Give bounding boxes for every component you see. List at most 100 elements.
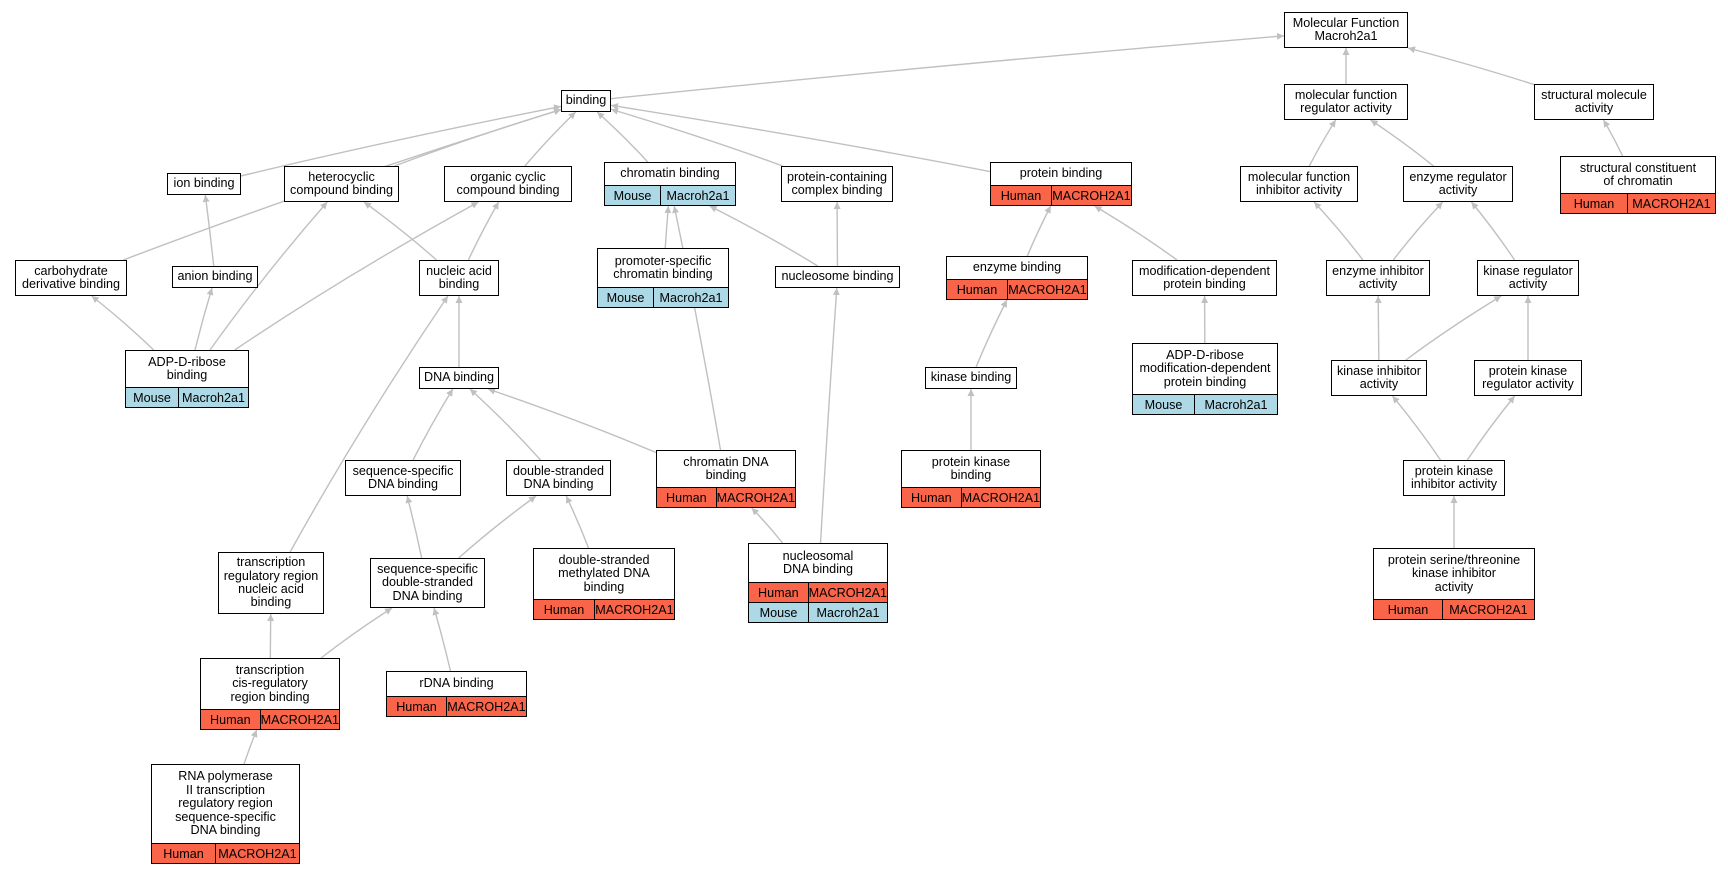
node-kinase-binding[interactable]: kinase binding: [925, 367, 1017, 389]
gene-cell: Macroh2a1: [666, 188, 730, 203]
node-transcription-regulatory-region-nucleic-acid-binding[interactable]: transcription regulatory region nucleic …: [218, 552, 324, 614]
node-label: transcription regulatory region nucleic …: [223, 555, 319, 610]
node-rna-polymerase-ii-transcription-regulatory-region-dna-binding[interactable]: RNA polymerase II transcription regulato…: [151, 764, 300, 864]
node-kinase-inhibitor-activity[interactable]: kinase inhibitor activity: [1331, 360, 1427, 396]
edge-nab-to-orgb: [467, 201, 500, 261]
node-label: transcription cis-regulatory region bind…: [230, 662, 310, 704]
edge-mdpb-to-protb: [1094, 205, 1178, 261]
edge-kia-to-kra: [1405, 295, 1502, 361]
node-protein-kinase-inhibitor-activity[interactable]: protein kinase inhibitor activity: [1403, 460, 1505, 496]
node-protein-kinase-regulator-activity[interactable]: protein kinase regulator activity: [1474, 360, 1582, 396]
node-transcription-cis-regulatory-region-binding[interactable]: transcription cis-regulatory region bind…: [200, 658, 340, 730]
species-cell: Human: [152, 844, 216, 863]
edge-adpb-to-anib: [194, 287, 214, 351]
node-label: modification-dependent protein binding: [1139, 263, 1270, 291]
node-label: double-stranded methylated DNA binding: [558, 552, 650, 594]
node-label: protein kinase inhibitor activity: [1410, 463, 1498, 491]
species-cell: Mouse: [1133, 395, 1195, 414]
species-cell: Human: [991, 186, 1052, 205]
node-molecular-function-inhibitor-activity[interactable]: molecular function inhibitor activity: [1240, 166, 1358, 202]
node-molecular-function[interactable]: Molecular Function Macroh2a1: [1284, 12, 1408, 48]
node-sequence-specific-dna-binding[interactable]: sequence-specific DNA binding: [345, 460, 461, 496]
edge-mfia-to-mfra: [1308, 119, 1337, 167]
node-binding[interactable]: binding: [561, 90, 611, 112]
node-anion-binding[interactable]: anion binding: [172, 266, 258, 288]
edge-ssds-to-dsdb: [458, 495, 537, 559]
node-protein-containing-complex-binding[interactable]: protein-containing complex binding: [781, 166, 893, 202]
node-enzyme-inhibitor-activity[interactable]: enzyme inhibitor activity: [1326, 260, 1430, 296]
edge-kia-to-eia: [1374, 295, 1382, 361]
node-modification-dependent-protein-binding[interactable]: modification-dependent protein binding: [1132, 260, 1277, 296]
node-label: structural molecule activity: [1541, 87, 1647, 115]
edge-scc-to-sma: [1602, 119, 1624, 157]
edge-rdna-to-ssds: [432, 607, 452, 672]
gene-cell: MACROH2A1: [1632, 196, 1711, 211]
node-label: enzyme binding: [972, 260, 1062, 275]
gene-cell: MACROH2A1: [961, 490, 1040, 505]
node-adp-d-ribose-modification-dependent-protein-binding[interactable]: ADP-D-ribose modification-dependent prot…: [1132, 343, 1278, 415]
node-organic-cyclic-compound-binding[interactable]: organic cyclic compound binding: [444, 166, 572, 202]
gene-cell: Macroh2a1: [816, 605, 880, 620]
species-cell: Mouse: [605, 186, 661, 205]
node-sequence-specific-double-stranded-dna-binding[interactable]: sequence-specific double-stranded DNA bi…: [370, 558, 485, 608]
species-cell: Mouse: [126, 388, 179, 407]
node-label: double-stranded DNA binding: [512, 463, 605, 491]
gene-cell: Macroh2a1: [659, 290, 723, 305]
node-structural-molecule-activity[interactable]: structural molecule activity: [1534, 84, 1654, 120]
node-label: rDNA binding: [419, 676, 494, 691]
species-cell: Mouse: [749, 603, 809, 622]
node-carbohydrate-derivative-binding[interactable]: carbohydrate derivative binding: [15, 260, 127, 296]
node-double-stranded-dna-binding[interactable]: double-stranded DNA binding: [506, 460, 611, 496]
gene-cell: MACROH2A1: [447, 699, 526, 714]
species-cell: Human: [902, 488, 962, 507]
edge-orgb-to-binding: [524, 111, 577, 167]
edge-cdb-to-dnab: [487, 387, 657, 454]
node-dna-binding[interactable]: DNA binding: [419, 367, 499, 389]
node-label: chromatin DNA binding: [683, 454, 769, 482]
node-heterocyclic-compound-binding[interactable]: heterocyclic compound binding: [284, 166, 399, 202]
node-label: kinase regulator activity: [1483, 263, 1573, 291]
node-protein-serine-threonine-kinase-inhibitor-activity[interactable]: protein serine/threonine kinase inhibito…: [1373, 548, 1535, 620]
node-kinase-regulator-activity[interactable]: kinase regulator activity: [1477, 260, 1579, 296]
edge-nsdb-to-nucb: [819, 287, 840, 544]
node-ion-binding[interactable]: ion binding: [167, 173, 241, 195]
node-label: binding: [565, 93, 607, 108]
node-label: sequence-specific DNA binding: [352, 463, 454, 491]
edge-ssds-to-ssdb: [405, 495, 423, 559]
edge-anib-to-ionb: [202, 194, 215, 267]
edge-ssdb-to-dnab: [412, 388, 454, 461]
node-molecular-function-regulator-activity[interactable]: molecular function regulator activity: [1284, 84, 1408, 120]
node-nucleosome-binding[interactable]: nucleosome binding: [775, 266, 900, 288]
edge-dsdb-to-dnab: [469, 388, 542, 461]
node-nucleic-acid-binding[interactable]: nucleic acid binding: [419, 260, 499, 296]
gene-cell: MACROH2A1: [1052, 188, 1131, 203]
species-cell: Human: [1561, 194, 1628, 213]
node-label: Molecular Function Macroh2a1: [1292, 15, 1400, 43]
node-label: ADP-D-ribose binding: [148, 354, 226, 382]
mouse-annotation-row: Mouse Macroh2a1: [605, 185, 735, 205]
node-label: protein serine/threonine kinase inhibito…: [1387, 552, 1521, 594]
node-label: ion binding: [173, 176, 235, 191]
edge-adpb-to-hetb: [209, 201, 328, 351]
edge-trr-to-nab: [289, 295, 449, 553]
edge-dsmb-to-dsdb: [565, 495, 590, 549]
node-enzyme-regulator-activity[interactable]: enzyme regulator activity: [1403, 166, 1513, 202]
gene-cell: MACROH2A1: [260, 712, 339, 727]
species-cell: Human: [387, 697, 447, 716]
node-label: kinase binding: [930, 370, 1012, 385]
species-cell: Human: [201, 710, 261, 729]
